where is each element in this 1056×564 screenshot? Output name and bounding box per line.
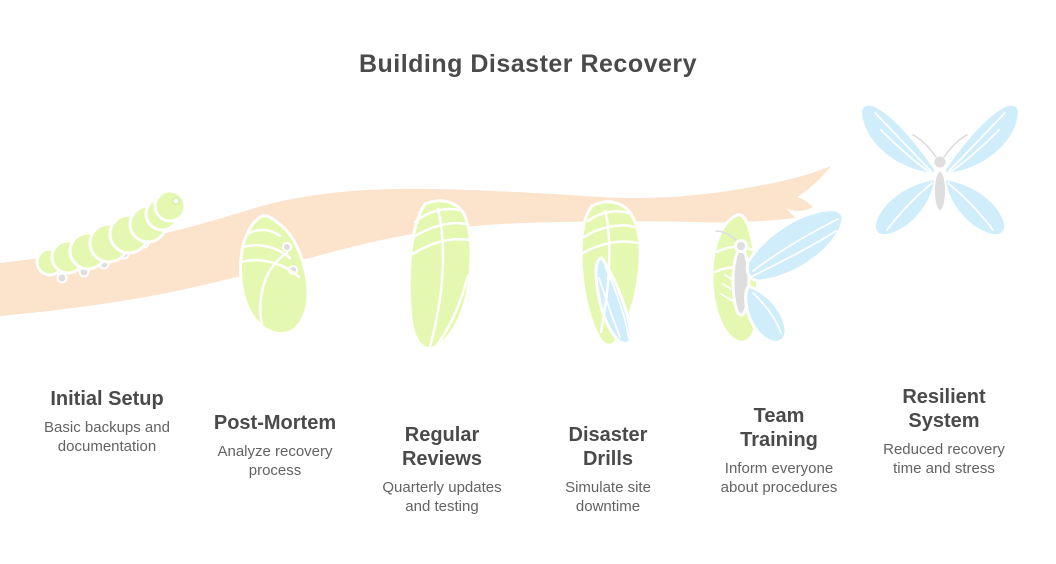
- stage-description: Analyze recovery process: [217, 443, 333, 479]
- stage-title: Disaster Drills: [568, 424, 648, 470]
- branch-graphic: [0, 166, 831, 316]
- stage-label-resilient-system: Resilient System Reduced recovery time a…: [844, 385, 1044, 478]
- stage-title: Resilient System: [902, 386, 986, 432]
- stage-title: Team Training: [740, 405, 818, 451]
- stage-title: Initial Setup: [50, 388, 164, 410]
- stage-description: Inform everyone about procedures: [720, 460, 838, 496]
- stage-description: Quarterly updates and testing: [382, 479, 502, 515]
- chrysalis-icon: [407, 199, 473, 351]
- stage-description: Simulate site downtime: [565, 479, 651, 515]
- caterpillar-icon: [35, 189, 187, 284]
- stage-description: Basic backups and documentation: [44, 419, 170, 455]
- butterfly-body: [935, 172, 945, 210]
- stage-label-team-training: Team Training Inform everyone about proc…: [679, 404, 879, 497]
- stage-label-disaster-drills: Disaster Drills Simulate site downtime: [508, 423, 708, 516]
- stage-label-post-mortem: Post-Mortem Analyze recovery process: [175, 411, 375, 480]
- caterpillar-eye: [172, 197, 180, 205]
- chrysalis-wings-icon: [579, 200, 642, 347]
- curled-caterpillar-icon: [238, 214, 310, 335]
- stage-label-initial-setup: Initial Setup Basic backups and document…: [7, 387, 207, 456]
- stage-description: Reduced recovery time and stress: [883, 441, 1005, 477]
- butterfly-head: [934, 156, 946, 168]
- stage-title: Post-Mortem: [213, 412, 337, 434]
- emerging-butterfly-icon: [710, 208, 845, 344]
- caterpillar-head: [153, 189, 187, 223]
- page-title: Building Disaster Recovery: [358, 50, 698, 78]
- stage-title: Regular Reviews: [401, 424, 483, 470]
- stage-label-regular-reviews: Regular Reviews Quarterly updates and te…: [342, 423, 542, 516]
- butterfly-icon: [859, 102, 1021, 238]
